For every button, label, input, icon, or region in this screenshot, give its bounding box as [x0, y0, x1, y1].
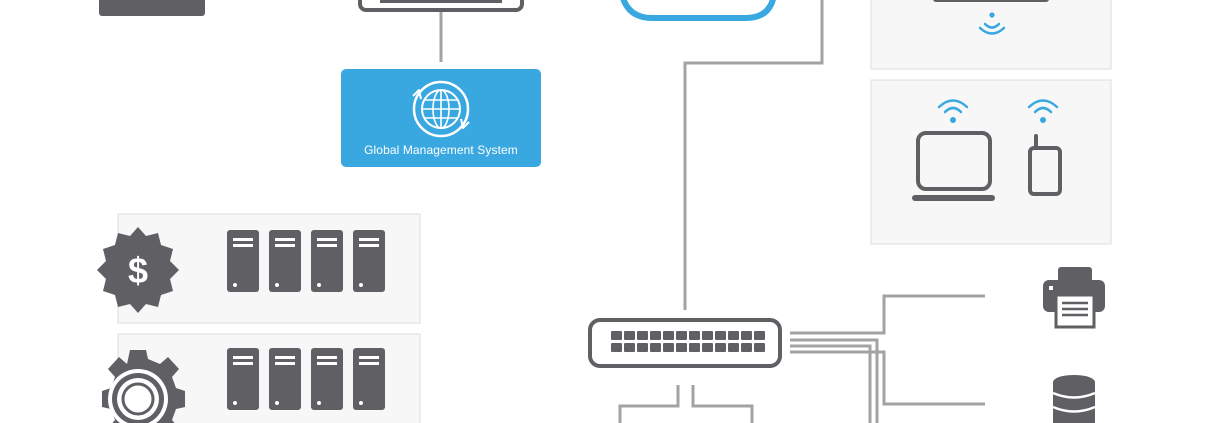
server-icon: [353, 348, 385, 410]
wifi-icon: [937, 99, 969, 123]
switch-port: [715, 331, 726, 340]
server-icon: [227, 230, 259, 292]
phone-icon: [1028, 134, 1062, 196]
cloud-icon: [620, 0, 776, 21]
mobile-devices-panel: [870, 79, 1112, 245]
switch-port: [611, 343, 622, 352]
switch-port: [702, 343, 713, 352]
server-icon: [353, 230, 385, 292]
switch-port: [741, 331, 752, 340]
billing-server-panel: $: [97, 213, 421, 324]
server-group: [227, 348, 385, 410]
server-icon: [269, 348, 301, 410]
settings-gear-icon: [102, 350, 185, 423]
cloud-to-switch-line: [683, 0, 824, 310]
switch-port: [676, 331, 687, 340]
database-icon: [1052, 375, 1096, 423]
switch-port: [676, 343, 687, 352]
switch-port: [637, 343, 648, 352]
global-management-label: Global Management System: [364, 143, 518, 157]
switch-bottom-right-line: [691, 385, 754, 423]
switch-to-down-line: [790, 338, 879, 423]
switch-port: [650, 343, 661, 352]
switch-port: [650, 331, 661, 340]
router-icon: [358, 0, 524, 12]
switch-port: [702, 331, 713, 340]
switch-port: [663, 343, 674, 352]
device-box-icon: [99, 0, 205, 16]
settings-server-panel: [102, 333, 421, 423]
dollar-gear-icon: $: [97, 227, 179, 313]
switch-bottom-left-line: [618, 385, 680, 423]
wifi-icon: [978, 12, 1006, 35]
switch-to-down-line-2: [790, 344, 872, 423]
server-icon: [269, 230, 301, 292]
switch-port: [754, 331, 765, 340]
switch-port: [611, 331, 622, 340]
switch-port: [689, 331, 700, 340]
switch-port: [715, 343, 726, 352]
global-management-box: [341, 69, 541, 167]
switch-port: [728, 331, 739, 340]
connection-lines: [439, 0, 985, 423]
globe-icon: [412, 80, 470, 138]
switch-port: [624, 331, 635, 340]
switch-port: [689, 343, 700, 352]
laptop-icon: [912, 131, 995, 201]
switch-to-database-line: [790, 350, 985, 406]
server-icon: [227, 348, 259, 410]
switch-port: [728, 343, 739, 352]
switch-port: [754, 343, 765, 352]
switch-port: [663, 331, 674, 340]
server-icon: [311, 348, 343, 410]
switch-to-printer-line-1: [790, 294, 985, 335]
server-group: [227, 230, 385, 292]
monitor-icon: [933, 0, 1049, 2]
network-switch-icon: [588, 318, 782, 368]
monitor-panel: [870, 0, 1112, 70]
server-icon: [311, 230, 343, 292]
switch-port: [624, 343, 635, 352]
svg-text:$: $: [128, 250, 148, 291]
switch-port: [637, 331, 648, 340]
wifi-icon: [1027, 99, 1059, 123]
switch-port: [741, 343, 752, 352]
printer-icon: [1043, 267, 1105, 329]
